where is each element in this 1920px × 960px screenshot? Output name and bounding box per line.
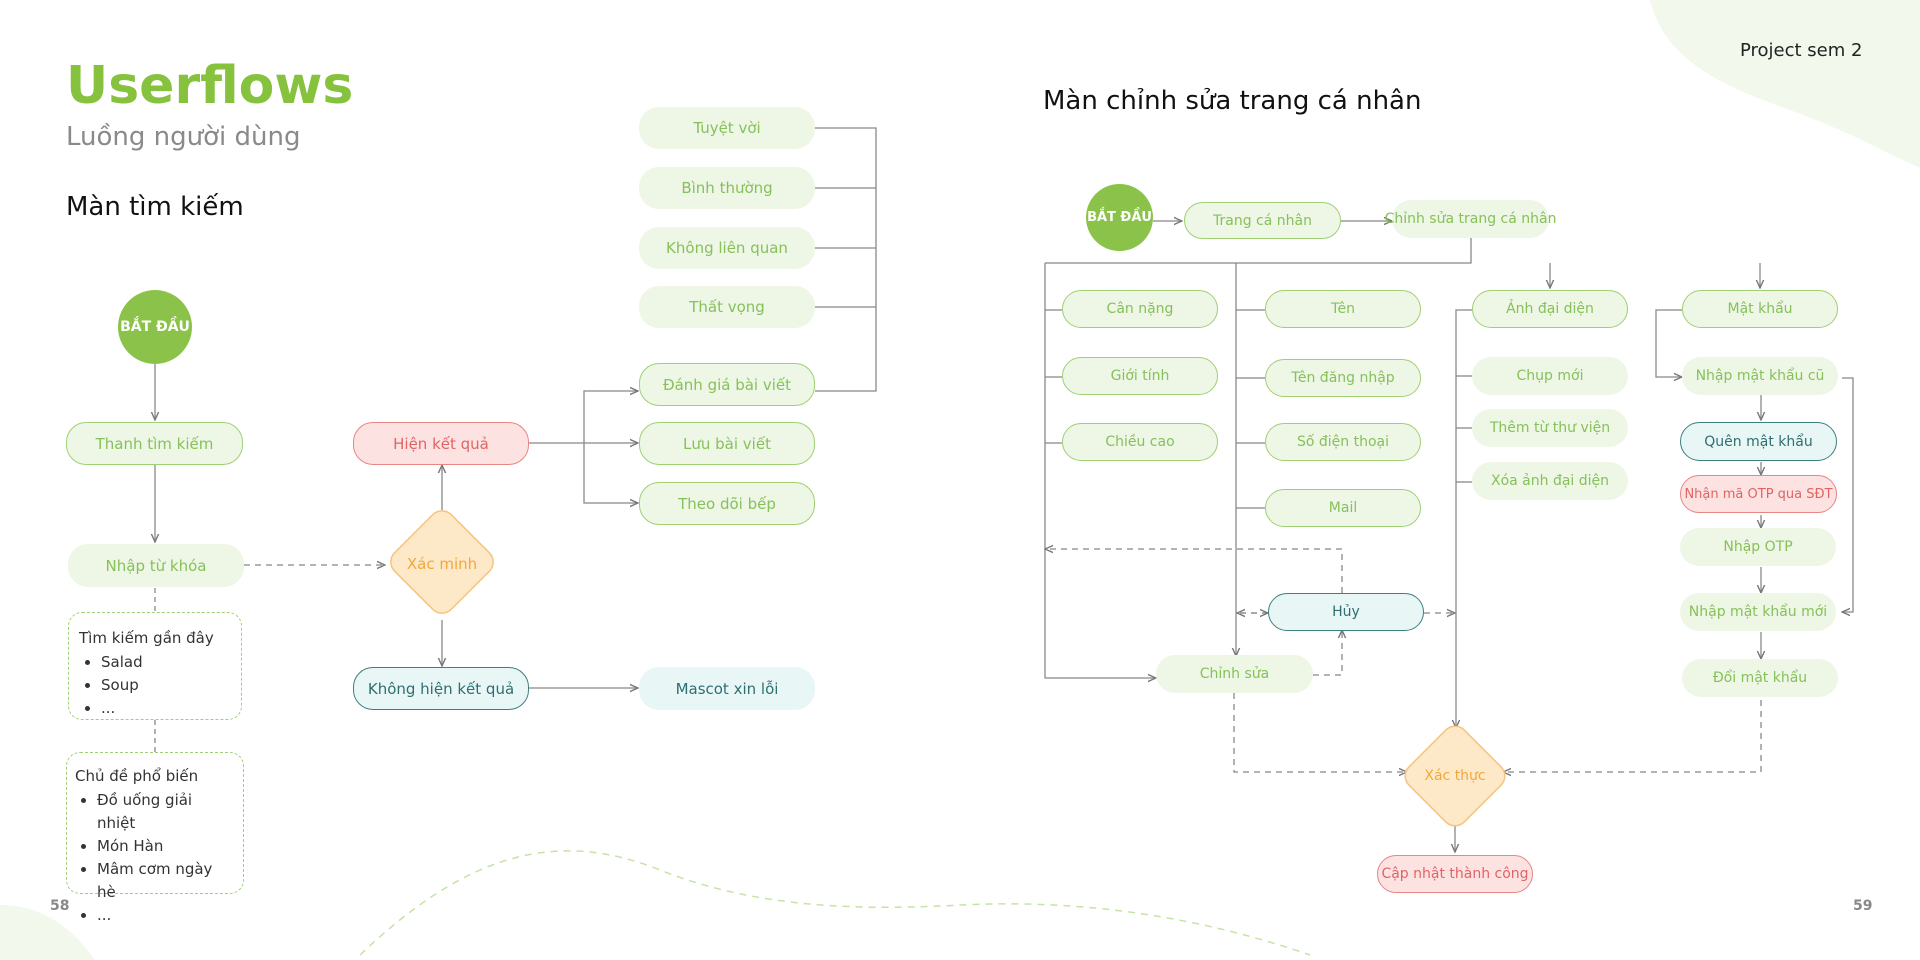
page-number-left: 58: [50, 898, 70, 914]
field-node: Tên: [1265, 290, 1421, 328]
success-node: Cập nhật thành công: [1377, 855, 1533, 893]
verify-label: Xác minh: [406, 555, 478, 573]
recent-searches-box: Tìm kiếm gần đây Salad Soup ...: [68, 612, 242, 720]
cancel-node: Hủy: [1268, 593, 1424, 631]
profile-start-node: BẮT ĐẦU: [1086, 184, 1153, 251]
rating-node: Không liên quan: [639, 227, 815, 269]
page-subtitle: Luồng người dùng: [66, 122, 301, 152]
avatar-option-node: Chụp mới: [1472, 357, 1628, 395]
confirm-diamond: [1404, 725, 1506, 827]
password-step-node: Nhập mật khẩu cũ: [1682, 357, 1838, 395]
password-step-node: Đổi mật khẩu: [1682, 659, 1838, 697]
list-item: Soup: [101, 674, 231, 697]
password-step-node: Nhận mã OTP qua SĐT: [1680, 475, 1837, 513]
field-node: Chiều cao: [1062, 423, 1218, 461]
no-results-node: Không hiện kết quả: [353, 667, 529, 710]
list-item: Mâm cơm ngày hè: [97, 858, 233, 904]
edit-node: Chỉnh sửa: [1156, 655, 1313, 693]
confirm-label: Xác thực: [1424, 768, 1486, 784]
keyword-node: Nhập từ khóa: [68, 544, 244, 587]
edit-profile-node: Chỉnh sửa trang cá nhân: [1385, 200, 1556, 238]
rating-node: Thất vọng: [639, 286, 815, 328]
verify-diamond: [390, 510, 494, 614]
list-item: ...: [97, 904, 233, 927]
action-node: Đánh giá bài viết: [639, 363, 815, 406]
page-title: Userflows: [66, 56, 354, 116]
list-item: Salad: [101, 651, 231, 674]
field-node: Tên đăng nhập: [1265, 359, 1421, 397]
project-label: Project sem 2: [1740, 40, 1863, 61]
password-step-node: Quên mật khẩu: [1680, 422, 1837, 461]
show-results-node: Hiện kết quả: [353, 422, 529, 465]
field-node: Số điện thoại: [1265, 423, 1421, 461]
popular-topics-box: Chủ đề phổ biến Đồ uống giải nhiệt Món H…: [66, 752, 244, 924]
list-item: Đồ uống giải nhiệt: [97, 789, 233, 835]
action-node: Lưu bài viết: [639, 422, 815, 465]
action-node: Theo dõi bếp: [639, 482, 815, 525]
search-flow-title: Màn tìm kiếm: [66, 192, 244, 222]
profile-flow-title: Màn chỉnh sửa trang cá nhân: [1043, 86, 1422, 116]
search-start-node: BẮT ĐẦU: [118, 290, 192, 364]
avatar-node: Ảnh đại diện: [1472, 290, 1628, 328]
password-step-node: Nhập OTP: [1680, 528, 1836, 566]
search-bar-node: Thanh tìm kiếm: [66, 422, 243, 465]
recent-searches-heading: Tìm kiếm gần đây: [79, 629, 214, 647]
list-item: Món Hàn: [97, 835, 233, 858]
avatar-option-node: Xóa ảnh đại diện: [1472, 462, 1628, 500]
rating-node: Bình thường: [639, 167, 815, 209]
page-number-right: 59: [1853, 898, 1873, 914]
field-node: Mail: [1265, 489, 1421, 527]
password-node: Mật khẩu: [1682, 290, 1838, 328]
password-step-node: Nhập mật khẩu mới: [1680, 593, 1836, 631]
popular-topics-heading: Chủ đề phổ biến: [75, 767, 199, 785]
field-node: Cân nặng: [1062, 290, 1218, 328]
field-node: Giới tính: [1062, 357, 1218, 395]
profile-node: Trang cá nhân: [1184, 202, 1341, 239]
avatar-option-node: Thêm từ thư viện: [1472, 409, 1628, 447]
list-item: ...: [101, 697, 231, 720]
mascot-node: Mascot xin lỗi: [639, 667, 815, 710]
rating-node: Tuyệt vời: [639, 107, 815, 149]
